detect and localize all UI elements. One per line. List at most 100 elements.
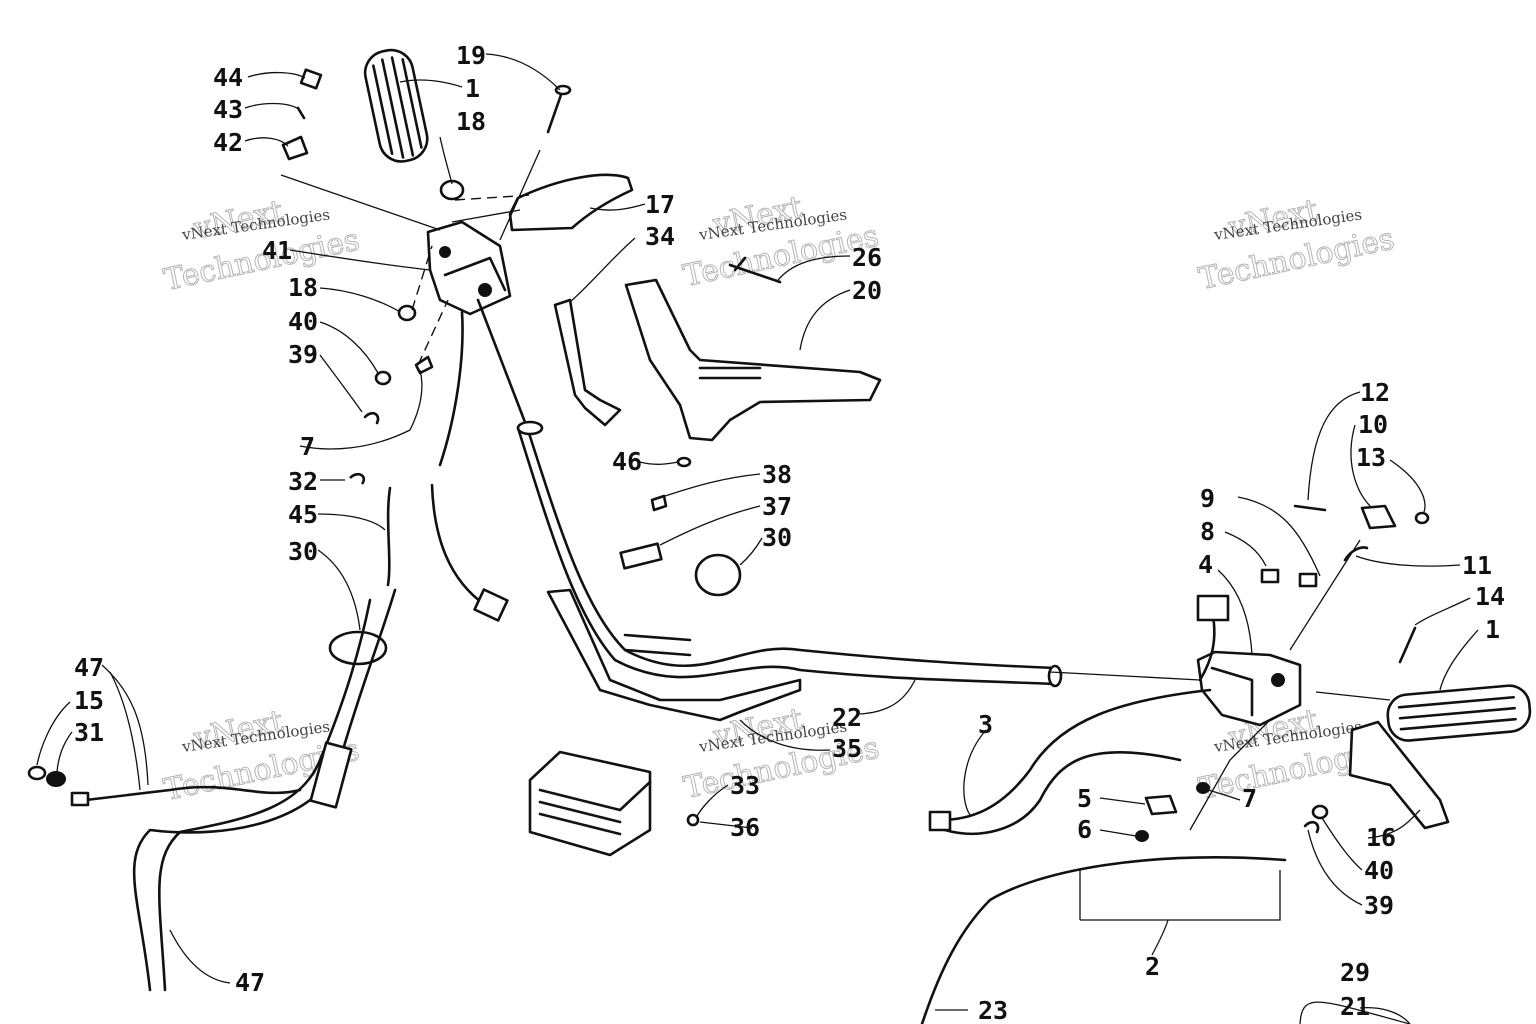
part-43-screw (296, 106, 306, 120)
callout-4: 4 (1198, 550, 1213, 579)
part-39-clip (363, 411, 380, 425)
callout-39: 39 (288, 340, 318, 369)
part-44-nut (299, 68, 323, 90)
part-26-rod (728, 256, 782, 284)
callout-44: 44 (213, 63, 243, 92)
part-35-riser-block (546, 588, 802, 722)
callout-22: 22 (832, 703, 862, 732)
callout-33: 33 (730, 771, 760, 800)
callout-40: 40 (1364, 856, 1394, 885)
callout-30: 30 (288, 537, 318, 566)
cable-junction (309, 741, 353, 809)
part-7-screw (414, 355, 434, 375)
callout-1: 1 (465, 74, 480, 103)
part-18-grommet (439, 179, 465, 201)
callout-18: 18 (456, 107, 486, 136)
callout-23: 23 (978, 996, 1008, 1024)
callout-2: 2 (1145, 952, 1160, 981)
part-42-clamp (281, 135, 309, 161)
callout-21: 21 (1340, 992, 1370, 1021)
switch-wire (430, 483, 487, 607)
callout-19: 19 (456, 41, 486, 70)
callout-41: 41 (262, 236, 292, 265)
callout-39: 39 (1364, 891, 1394, 920)
callout-3: 3 (978, 710, 993, 739)
part-8-label (1260, 568, 1280, 584)
callout-29: 29 (1340, 958, 1370, 987)
callout-6: 6 (1077, 815, 1092, 844)
part-31-adjuster (46, 771, 66, 787)
leader-lines (36, 53, 1479, 1024)
callout-34: 34 (645, 222, 675, 251)
callout-20: 20 (852, 276, 882, 305)
callout-8: 8 (1200, 517, 1215, 546)
part-20-handlebar-pad (624, 278, 882, 442)
throttle-cable (438, 310, 464, 467)
callout-7: 7 (300, 432, 315, 461)
part-22-handlebar (476, 298, 1057, 670)
part-14-pin (1398, 626, 1417, 664)
part-15-cap (27, 765, 47, 781)
callout-18: 18 (288, 273, 318, 302)
part-41-switch-housing (426, 220, 512, 316)
callout-16: 16 (1366, 823, 1396, 852)
callout-43: 43 (213, 95, 243, 124)
part-6-nut (1135, 830, 1149, 842)
part-47-end (70, 791, 90, 807)
callout-32: 32 (288, 467, 318, 496)
part-19-bolt (546, 90, 564, 134)
callout-labels: 44 43 42 1 18 19 17 34 41 18 40 39 7 26 … (74, 41, 1505, 1024)
grip-right (1386, 684, 1532, 742)
part-40-washer-right (1311, 804, 1329, 820)
callout-14: 14 (1475, 582, 1505, 611)
part-7-screw-right (1196, 782, 1210, 794)
callout-26: 26 (852, 243, 882, 272)
part-34-bracket (553, 298, 622, 427)
callout-11: 11 (1462, 551, 1492, 580)
part-30-clamp-left (328, 630, 388, 666)
part-30-clamp-center (694, 553, 742, 597)
part-32-clip (349, 472, 366, 485)
part-13-nut (1414, 511, 1430, 525)
callout-47: 47 (235, 968, 265, 997)
callout-1: 1 (1485, 615, 1500, 644)
callout-12: 12 (1360, 378, 1390, 407)
callout-45: 45 (288, 500, 318, 529)
callout-5: 5 (1077, 784, 1092, 813)
part-2-brake-cable (920, 856, 1287, 1024)
callout-36: 36 (730, 813, 760, 842)
part-46-nut (676, 456, 692, 468)
callout-47: 47 (74, 653, 104, 682)
callout-37: 37 (762, 492, 792, 521)
callout-15: 15 (74, 686, 104, 715)
callout-17: 17 (645, 190, 675, 219)
part-4-switch-housing-right (1196, 650, 1302, 727)
part-5-bracket (1144, 794, 1178, 816)
part-37-plate (619, 542, 663, 570)
part-12-screw (1293, 504, 1327, 512)
part-16-throttle-lever (1348, 720, 1450, 830)
part-9-label (1298, 572, 1318, 588)
part-18-grommet-lower (397, 304, 417, 322)
part-45-cable (386, 486, 392, 587)
callout-40: 40 (288, 307, 318, 336)
callout-38: 38 (762, 460, 792, 489)
part-39-clip-right (1303, 820, 1320, 834)
part-38-screw (650, 494, 668, 512)
part-11-spring (1343, 546, 1369, 562)
part-10-bracket (1360, 504, 1397, 530)
callout-35: 35 (832, 734, 862, 763)
callout-31: 31 (74, 718, 104, 747)
callout-13: 13 (1356, 443, 1386, 472)
callout-42: 42 (213, 128, 243, 157)
part-36-hand-warmer-block (528, 750, 652, 857)
callout-9: 9 (1200, 484, 1215, 513)
part-40-washer (374, 370, 392, 386)
callout-7: 7 (1242, 784, 1257, 813)
callout-46: 46 (612, 447, 642, 476)
callout-10: 10 (1358, 410, 1388, 439)
callout-30: 30 (762, 523, 792, 552)
part-33-screw (686, 813, 700, 827)
part-17-brake-lever (508, 173, 634, 232)
